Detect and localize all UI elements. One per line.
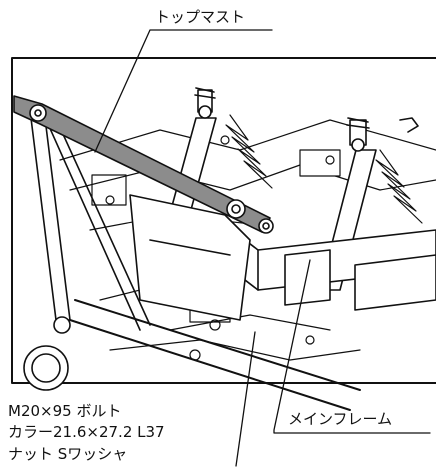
left-a-frame: [29, 109, 151, 334]
leader-bolt: [235, 331, 256, 467]
label-nut-washer: ナット Sワッシャ: [8, 445, 128, 463]
wheel: [23, 345, 69, 391]
label-bolt: M20×95 ボルト: [8, 402, 122, 420]
top-mast: [13, 95, 274, 234]
figure-border: [11, 57, 436, 384]
label-main-frame: メインフレーム: [288, 410, 393, 428]
bracket-plate: [129, 194, 251, 321]
label-top-mast: トップマスト: [155, 8, 246, 26]
lower-frame-tube: [69, 299, 361, 411]
leader-top-mast: [94, 29, 273, 153]
leader-main-frame: [273, 259, 431, 434]
right-spring: [375, 149, 423, 224]
left-spring: [225, 114, 273, 189]
main-frame: [231, 229, 436, 311]
label-collar: カラー21.6×27.2 L37: [8, 423, 165, 441]
